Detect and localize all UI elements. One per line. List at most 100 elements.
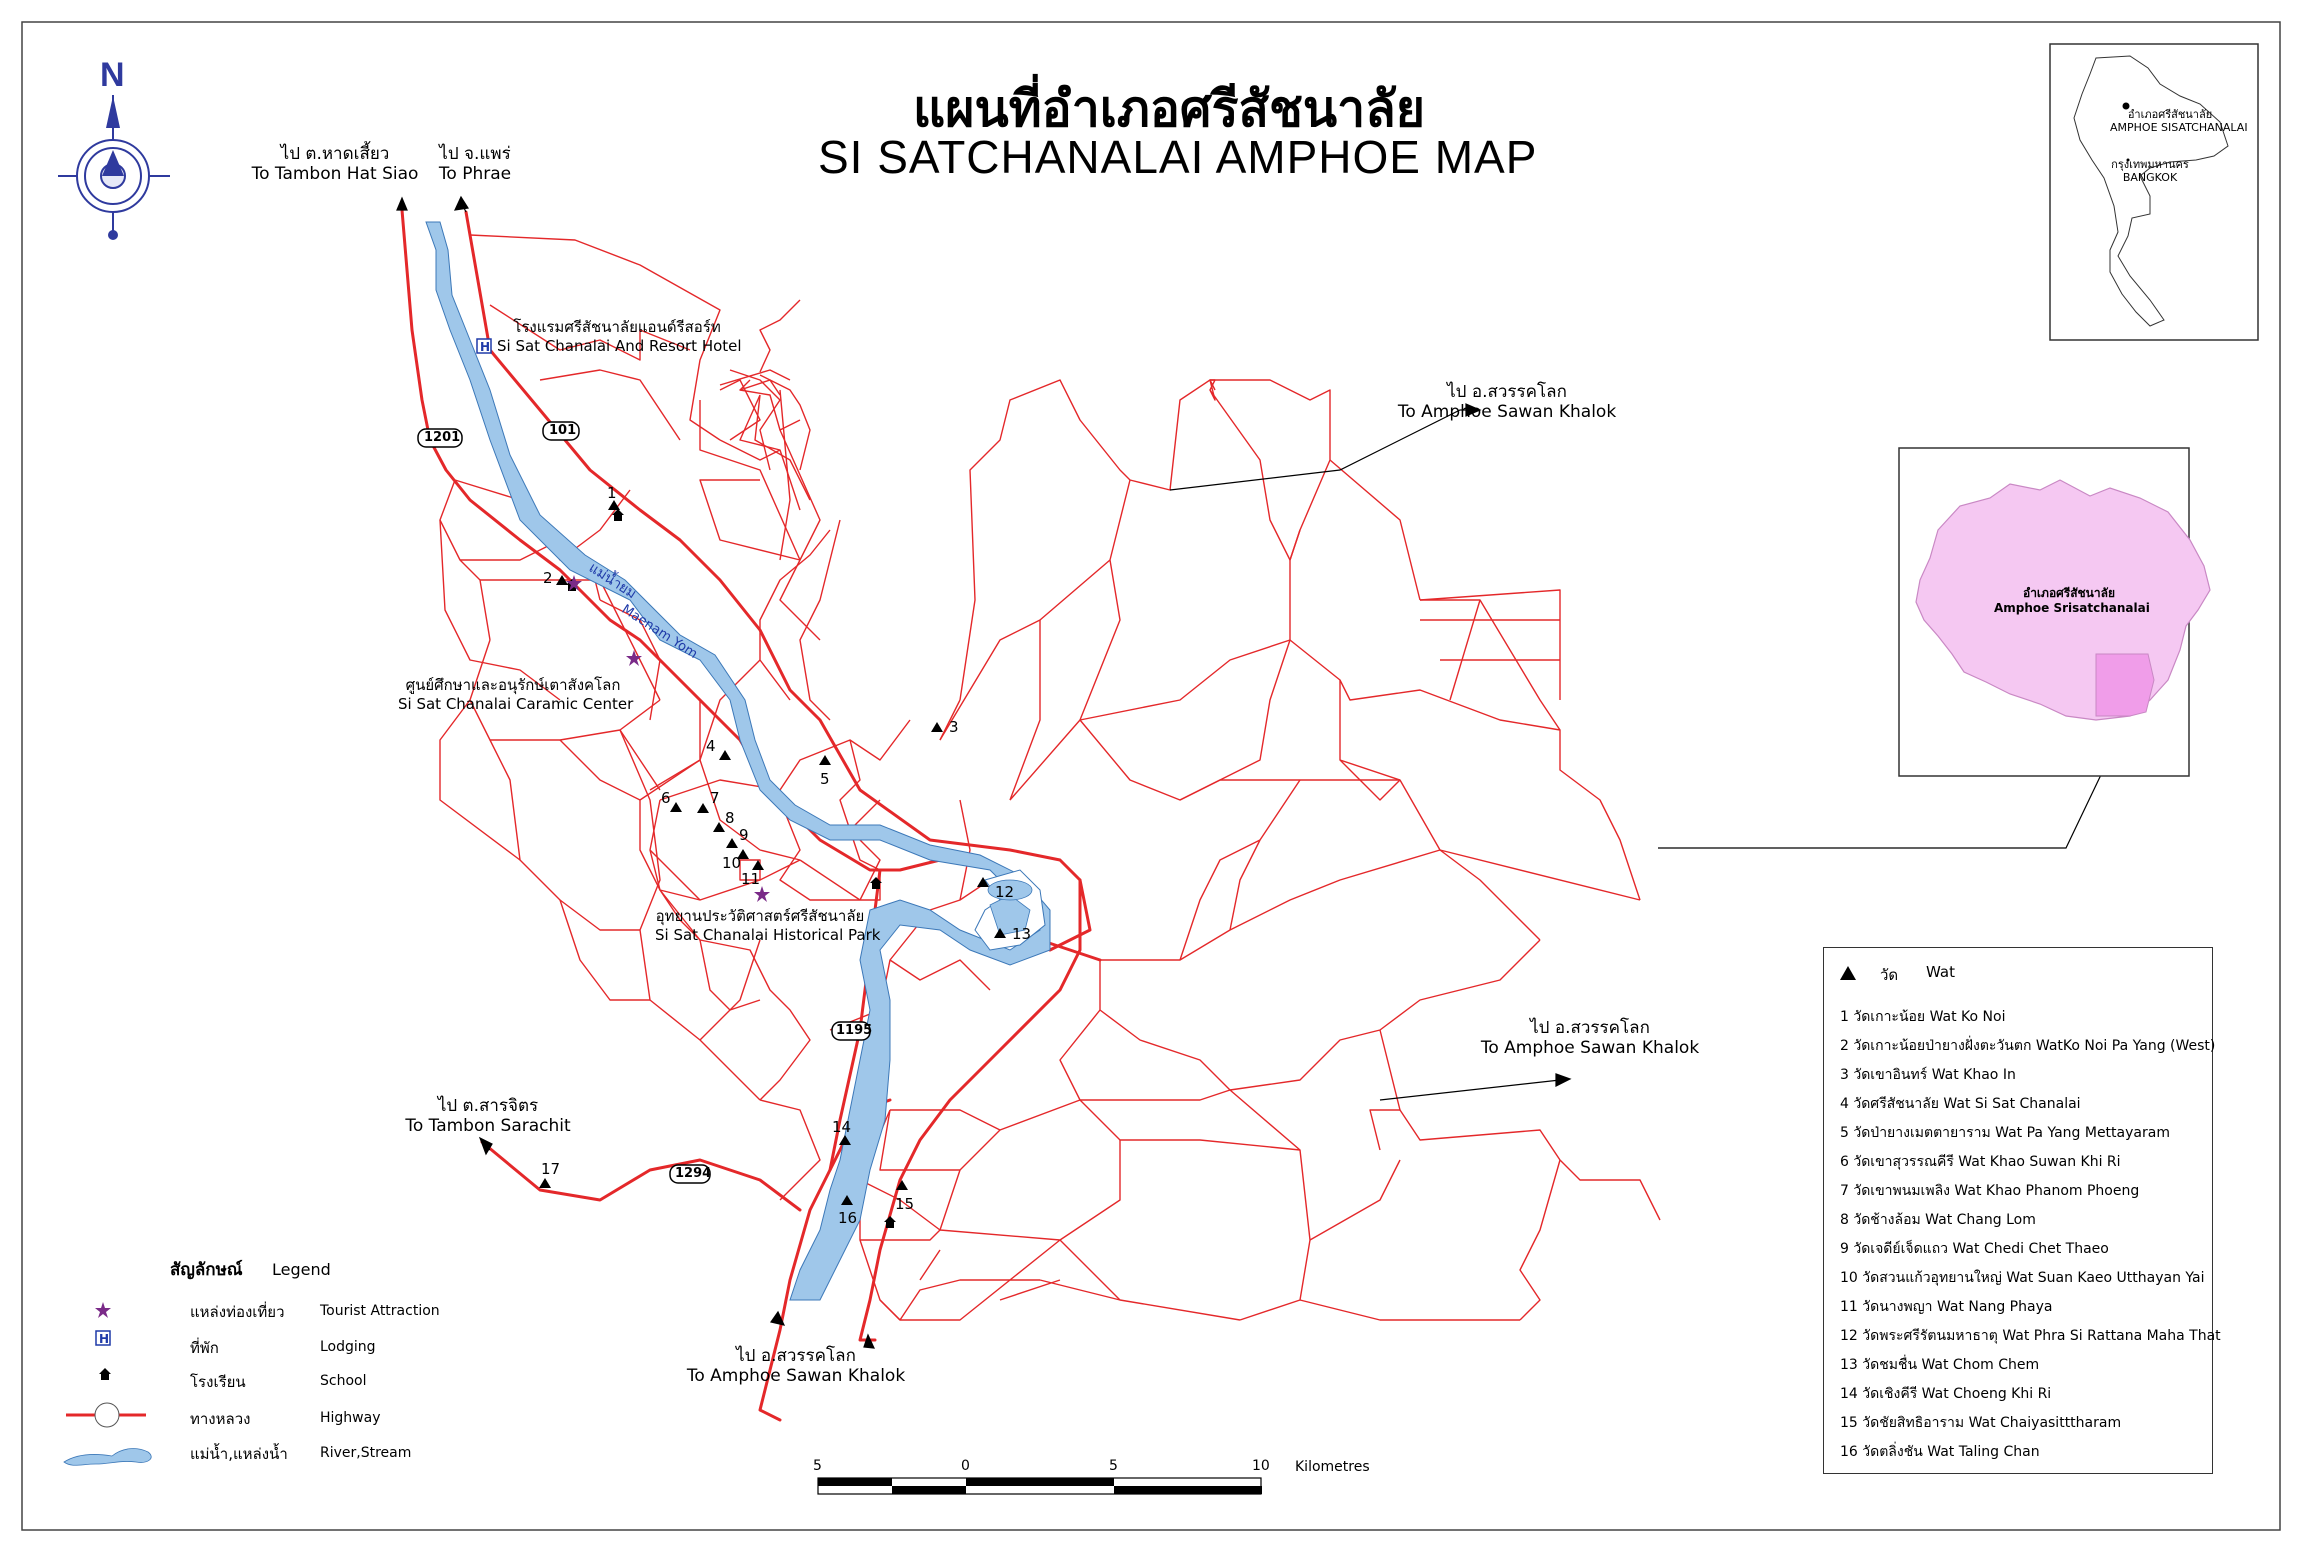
wat-list-item-12: 12 วัดพระศรีรัตนมหาธาตุ Wat Phra Si Ratt…	[1840, 1328, 2221, 1344]
legend-star-icon	[95, 1302, 111, 1318]
wat-number-6: 6	[661, 789, 671, 807]
legend-lodging-icon	[95, 1330, 111, 1346]
wat-marker-5[interactable]	[819, 755, 831, 765]
legend-item-tourist-english: Tourist Attraction	[320, 1303, 440, 1319]
place-ceramic-center: ศูนย์ศึกษาและอนุรักษ์เตาสังคโลก Si Sat C…	[398, 676, 633, 714]
map-title-thai: แผนที่อำเภอศรีสัชนาลัย	[913, 80, 1426, 138]
legend-item-school-thai: โรงเรียน	[190, 1373, 246, 1391]
wat-list-item-16: 16 วัดตลิ่งชัน Wat Taling Chan	[1840, 1444, 2040, 1460]
wat-marker-13[interactable]	[994, 928, 1006, 938]
wat-marker-10[interactable]	[737, 849, 749, 859]
wat-marker-17[interactable]	[539, 1178, 551, 1188]
place-hotel-thai: โรงแรมศรีสัชนาลัยแอนด์รีสอร์ท	[513, 318, 721, 336]
legend-symbols	[63, 1302, 152, 1466]
wat-number-15: 15	[895, 1195, 915, 1213]
direction-sawan-east-thai: ไป อ.สวรรคโลก	[1530, 1018, 1650, 1038]
highway-shield-101	[542, 421, 580, 441]
wat-number-3: 3	[949, 718, 959, 736]
legend-title-english: Legend	[272, 1260, 331, 1279]
wat-marker-15[interactable]	[896, 1180, 908, 1190]
highway-shields	[417, 421, 871, 1184]
highway-label-1294: 1294	[675, 1166, 712, 1181]
direction-sawan-northeast-thai: ไป อ.สวรรคโลก	[1447, 382, 1567, 402]
direction-sawan-northeast: ไป อ.สวรรคโลก To Amphoe Sawan Khalok	[1392, 382, 1622, 422]
wat-list-item-3: 3 วัดเขาอินทร์ Wat Khao In	[1840, 1067, 2016, 1083]
legend-item-highway-english: Highway	[320, 1410, 381, 1426]
wat-marker-6[interactable]	[670, 802, 682, 812]
wat-number-8: 8	[725, 809, 735, 827]
river-yom	[425, 221, 1051, 1301]
wat-list-item-2: 2 วัดเกาะน้อยป่ายางฝั่งตะวันตก WatKo Noi…	[1840, 1038, 2216, 1054]
wat-list-item-15: 15 วัดชัยสิทธิอาราม Wat Chaiyasitttharam	[1840, 1415, 2122, 1431]
wat-number-10: 10	[722, 854, 742, 872]
wat-number-2: 2	[543, 569, 553, 587]
legend-item-river-english: River,Stream	[320, 1445, 412, 1461]
wat-number-7: 7	[710, 789, 720, 807]
inset-province-label: อำเภอศรีสัชนาลัย Amphoe Srisatchanalai	[1994, 586, 2150, 616]
wat-number-11: 11	[741, 870, 761, 888]
scale-unit: Kilometres	[1295, 1459, 1370, 1475]
inset-amphoe-english: AMPHOE SISATCHANALAI	[2110, 121, 2248, 134]
direction-sawan-south-english: To Amphoe Sawan Khalok	[686, 1366, 906, 1386]
wat-marker-7[interactable]	[697, 803, 709, 813]
direction-hat-siao: ไป ต.หาดเสี้ยว To Tambon Hat Siao	[250, 144, 420, 184]
highway-shield-1294	[669, 1164, 711, 1184]
wat-list-header-thai: วัด	[1880, 966, 1899, 984]
wat-marker-11[interactable]	[752, 860, 764, 870]
direction-hat-siao-thai: ไป ต.หาดเสี้ยว	[280, 144, 390, 164]
inset-province-thai: อำเภอศรีสัชนาลัย	[2022, 586, 2116, 600]
wat-list-header-english: Wat	[1926, 963, 1955, 981]
wat-number-12: 12	[995, 883, 1015, 901]
local-roads	[439, 234, 1661, 1321]
wat-number-4: 4	[706, 737, 716, 755]
highway-label-101: 101	[549, 423, 577, 438]
direction-sawan-south-thai: ไป อ.สวรรคโลก	[736, 1346, 856, 1366]
scale-label-5-right: 5	[1109, 1458, 1118, 1474]
school-icon	[612, 509, 624, 521]
place-park-thai: อุทยานประวัติศาสตร์ศรีสัชนาลัย	[655, 907, 865, 925]
wat-list-item-10: 10 วัดสวนแก้วอุทยานใหญ่ Wat Suan Kaeo Ut…	[1840, 1270, 2205, 1286]
wat-list-item-8: 8 วัดช้างล้อม Wat Chang Lom	[1840, 1212, 2036, 1228]
wat-marker-8[interactable]	[713, 822, 725, 832]
legend-item-river-thai: แม่น้ำ,แหล่งน้ำ	[190, 1445, 288, 1463]
place-ceramic-thai: ศูนย์ศึกษาและอนุรักษ์เตาสังคโลก	[405, 676, 621, 694]
wat-marker-14[interactable]	[839, 1135, 851, 1145]
inset-district-dot	[2122, 102, 2130, 110]
wat-list-item-5: 5 วัดป่ายางเมตตายาราม Wat Pa Yang Mettay…	[1840, 1125, 2170, 1141]
legend-item-lodging-english: Lodging	[320, 1339, 376, 1355]
direction-sawan-east: ไป อ.สวรรคโลก To Amphoe Sawan Khalok	[1475, 1018, 1705, 1058]
direction-sawan-south: ไป อ.สวรรคโลก To Amphoe Sawan Khalok	[681, 1346, 911, 1386]
wat-list-item-4: 4 วัดศรีสัชนาลัย Wat Si Sat Chanalai	[1840, 1096, 2081, 1112]
wat-number-9: 9	[739, 826, 749, 844]
inset-thailand-map	[2049, 43, 2259, 341]
school-icon	[870, 877, 882, 889]
compass-rose	[58, 95, 170, 240]
place-historical-park: อุทยานประวัติศาสตร์ศรีสัชนาลัย Si Sat Ch…	[655, 907, 880, 945]
direction-arrows	[396, 195, 1572, 1349]
lodging-glyph: H	[480, 340, 490, 354]
wat-number-17: 17	[541, 1160, 561, 1178]
wat-list-item-11: 11 วัดนางพญา Wat Nang Phaya	[1840, 1299, 2053, 1315]
wat-marker-1[interactable]	[608, 500, 620, 510]
wat-markers	[539, 500, 1006, 1205]
wat-list-item-9: 9 วัดเจดีย์เจ็ดแถว Wat Chedi Chet Thaeo	[1840, 1241, 2109, 1257]
wat-list-item-6: 6 วัดเขาสุวรรณคีรี Wat Khao Suwan Khi Ri	[1840, 1154, 2121, 1170]
wat-marker-16[interactable]	[841, 1195, 853, 1205]
place-hotel-english: Si Sat Chanalai And Resort Hotel	[497, 337, 742, 355]
scale-label-10: 10	[1252, 1458, 1270, 1474]
wat-marker-9[interactable]	[726, 838, 738, 848]
highway-label-1195: 1195	[836, 1023, 873, 1038]
direction-sarachit: ไป ต.สารจิตร To Tambon Sarachit	[398, 1096, 578, 1136]
wat-list-item-1: 1 วัดเกาะน้อย Wat Ko Noi	[1840, 1009, 2006, 1025]
wat-list-header-icon	[1840, 966, 1856, 980]
wat-marker-12[interactable]	[977, 877, 989, 887]
inset-thailand-amphoe: อำเภอศรีสัชนาลัย AMPHOE SISATCHANALAI	[2110, 108, 2248, 134]
wat-marker-2[interactable]	[556, 575, 568, 585]
direction-phrae: ไป จ.แพร่ To Phrae	[425, 144, 525, 184]
inset-thailand-bangkok: กรุงเทพมหานคร BANGKOK	[2100, 158, 2200, 184]
wat-list-item-14: 14 วัดเชิงคีรี Wat Choeng Khi Ri	[1840, 1386, 2052, 1402]
wat-marker-3[interactable]	[931, 722, 943, 732]
wat-marker-4[interactable]	[719, 750, 731, 760]
map-border	[21, 21, 2281, 1531]
